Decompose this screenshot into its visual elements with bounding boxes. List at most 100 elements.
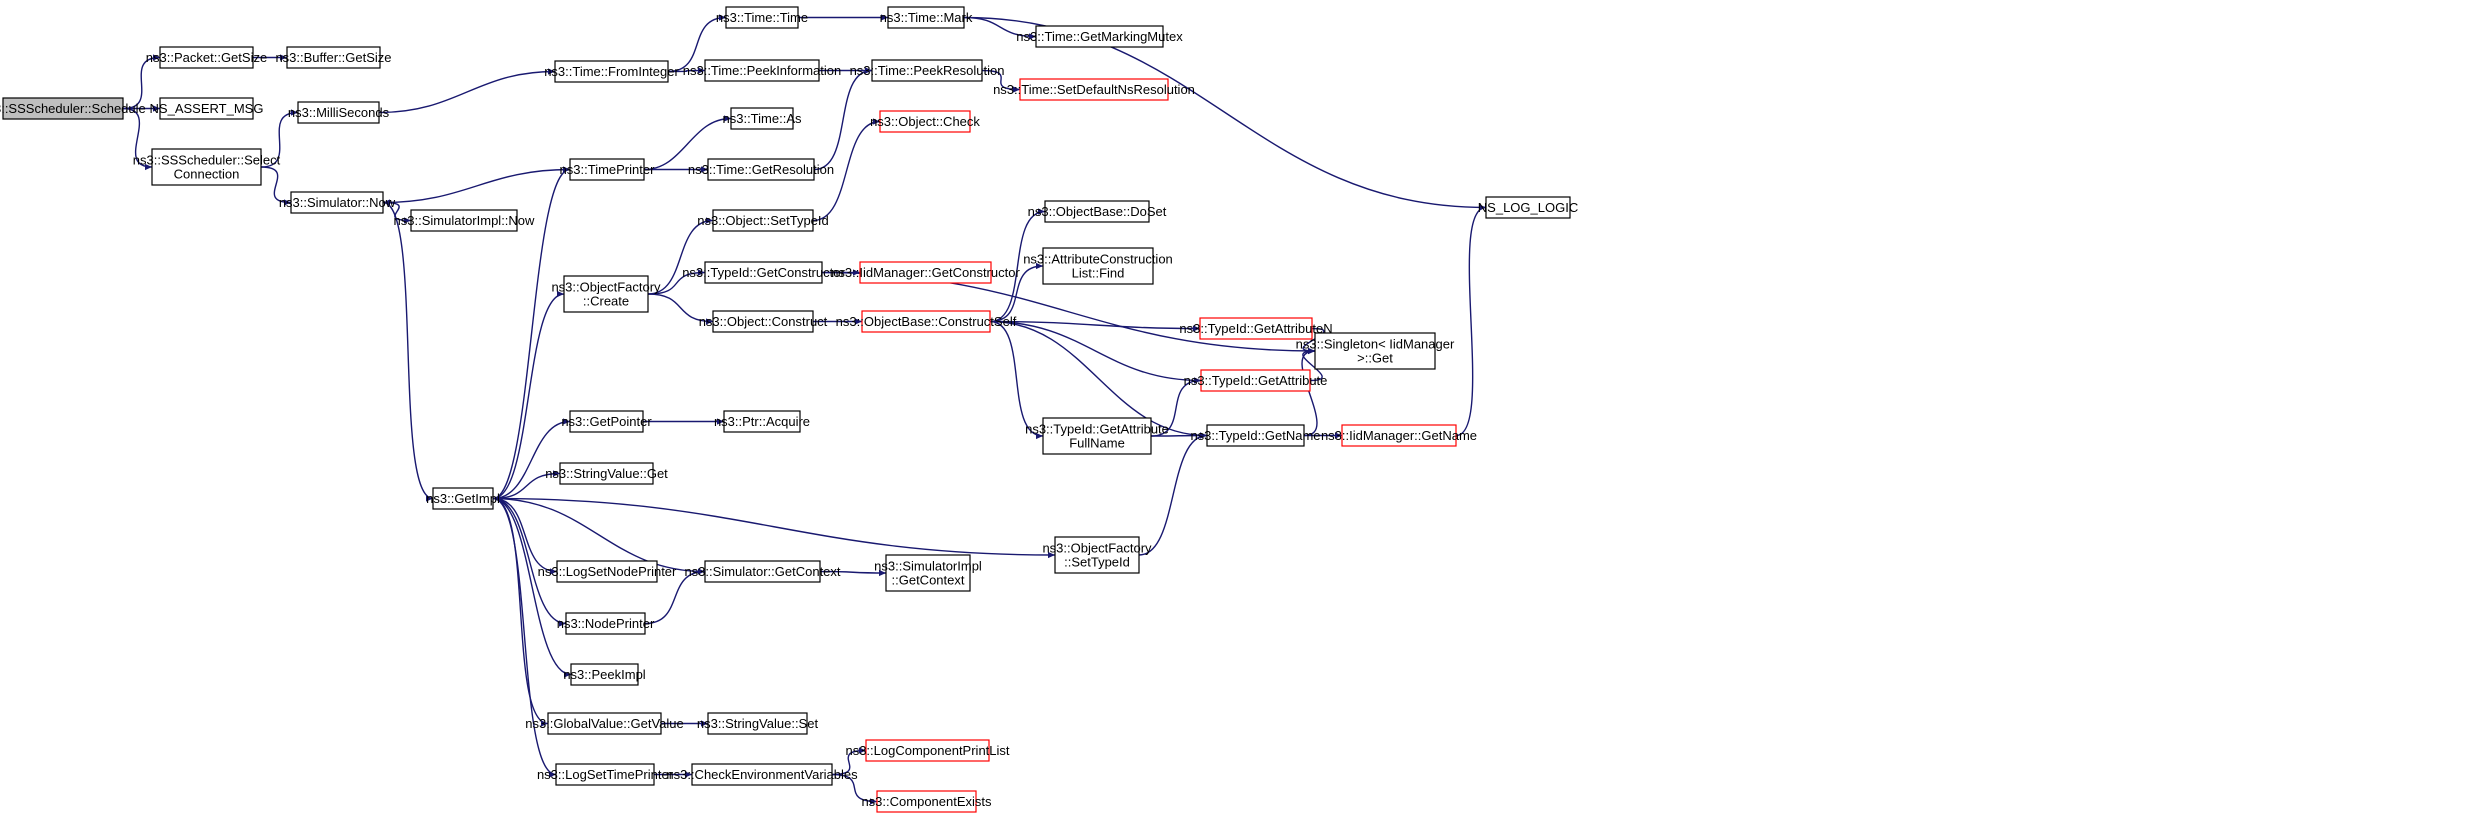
call-edge-typeid_getattribute-to-singleton_get [1302,347,1323,382]
graph-node-time_setdefaultnsresolution[interactable]: ns3::Time::SetDefaultNsResolution [993,78,1195,101]
graph-node-ptr_acquire[interactable]: ns3::Ptr::Acquire [714,410,810,433]
call-edge-typeid_getattributen-to-singleton_get [1302,327,1325,355]
node-label: ns3::Time::PeekResolution [850,63,1005,78]
node-label: ns3::LogComponentPrintList [845,743,1009,758]
node-label: ::SetTypeId [1064,555,1130,570]
node-box [871,59,983,82]
node-box [1044,200,1150,223]
call-edge-objectbase_constructself-to-typeid_getattributefullname [989,320,1044,440]
call-edge-getimpl-to-objectfactory_settypeid [492,497,1056,559]
call-edge-simulator_now-to-getimpl [382,201,434,502]
node-box [730,107,794,130]
graph-node-time_getmarkingmutex[interactable]: ns3::Time::GetMarkingMutex [1016,25,1183,48]
call-edge-getimpl-to-peekimpl [492,497,572,678]
graph-node-schedule[interactable]: ns3::SSScheduler::Schedule [0,97,146,120]
call-edge-simulator_now-to-simulatorimpl_now [382,201,412,224]
graph-node-object_check[interactable]: ns3::Object::Check [870,110,980,133]
graph-node-nodeprinter[interactable]: ns3::NodePrinter [557,612,655,635]
graph-node-singleton_get[interactable]: ns3::Singleton< IidManager>::Get [1296,332,1455,370]
node-box [723,410,801,433]
call-edge-objectfactory_create-to-typeid_getconstructor [647,269,706,295]
graph-node-time_getresolution[interactable]: ns3::Time::GetResolution [688,158,834,181]
node-box [861,310,991,333]
node-label: ns3::Time::FromInteger [544,64,679,79]
node-label: ns3::IidManager::GetConstructor [831,265,1020,280]
graph-node-getimpl[interactable]: ns3::GetImpl [426,487,500,510]
call-edge-time_frominteger-to-time_time [667,14,727,73]
node-label: ns3::TypeId::GetAttributeN [1179,321,1332,336]
graph-node-iidmanager_getconstructor[interactable]: ns3::IidManager::GetConstructor [831,261,1020,284]
node-label: >::Get [1357,351,1393,366]
graph-node-objectfactory_settypeid[interactable]: ns3::ObjectFactory::SetTypeId [1042,536,1152,574]
graph-node-logsettimeprinter[interactable]: ns3::LogSetTimePrinter [537,763,674,786]
graph-node-iidmanager_getname[interactable]: ns3::IidManager::GetName [1321,424,1477,447]
node-box [563,275,649,313]
graph-node-objectbase_doset[interactable]: ns3::ObjectBase::DoSet [1028,200,1167,223]
node-label: ::GetContext [892,573,965,588]
call-edge-objectbase_constructself-to-typeid_getname [989,320,1208,439]
node-label: ns3::GetPointer [561,414,652,429]
graph-node-globalvalue_getvalue[interactable]: ns3::GlobalValue::GetValue [525,712,684,735]
graph-node-simulator_now[interactable]: ns3::Simulator::Now [279,191,396,214]
graph-node-buffer_getsize[interactable]: ns3::Buffer::GetSize [275,46,392,69]
node-box [865,739,990,762]
graph-node-checkenvironmentvariables[interactable]: ns3::CheckEnvironmentVariables [666,763,858,786]
node-box [712,209,814,232]
graph-node-typeid_getconstructor[interactable]: ns3::TypeId::GetConstructor [682,261,845,284]
graph-node-simulatorimpl_getcontext[interactable]: ns3::SimulatorImpl::GetContext [874,554,982,592]
graph-node-stringvalue_set[interactable]: ns3::StringValue::Set [697,712,819,735]
node-label: ns3::GetImpl [426,491,500,506]
node-box [707,158,815,181]
node-box [1199,317,1313,340]
node-label: List::Find [1072,266,1125,281]
graph-node-ns_log_logic[interactable]: NS_LOG_LOGIC [1478,196,1578,219]
graph-node-time_as[interactable]: ns3::Time::As [723,107,802,130]
node-box [159,46,254,69]
node-label: ns3::TypeId::GetAttribute [1184,373,1328,388]
graph-node-simulator_getcontext[interactable]: ns3::Simulator::GetContext [684,560,841,583]
node-label: ns3::AttributeConstruction [1023,252,1173,267]
graph-node-typeid_getname[interactable]: ns3::TypeId::GetName [1190,424,1321,447]
graph-node-getpointer[interactable]: ns3::GetPointer [561,410,652,433]
graph-node-milliseconds[interactable]: ns3::MilliSeconds [288,101,390,124]
graph-node-objectfactory_create[interactable]: ns3::ObjectFactory::Create [551,275,661,313]
graph-node-componentexists[interactable]: ns3::ComponentExists [861,790,992,813]
graph-node-time_peekinformation[interactable]: ns3::Time::PeekInformation [683,59,841,82]
graph-node-typeid_getattributen[interactable]: ns3::TypeId::GetAttributeN [1179,317,1333,340]
call-edge-objectfactory_settypeid-to-typeid_getname [1138,432,1208,556]
graph-node-object_construct[interactable]: ns3::Object::Construct [699,310,828,333]
node-box [1341,424,1457,447]
node-label: ns3::LogSetTimePrinter [537,767,674,782]
node-box [1054,536,1140,574]
node-label: ns3::ComponentExists [861,794,992,809]
node-label: ns3::TimePrinter [560,162,656,177]
call-edge-objectfactory_create-to-object_construct [647,293,714,325]
node-label: ns3::Time::As [723,111,802,126]
graph-node-packet_getsize[interactable]: ns3::Packet::GetSize [146,46,267,69]
graph-node-logsetnodeprinter[interactable]: ns3::LogSetNodePrinter [538,560,677,583]
graph-node-logcomponentprintlist[interactable]: ns3::LogComponentPrintList [845,739,1010,762]
graph-node-typeid_getattribute[interactable]: ns3::TypeId::GetAttribute [1184,369,1328,392]
graph-node-timeprinter[interactable]: ns3::TimePrinter [560,158,656,181]
node-label: ns3::GlobalValue::GetValue [525,716,684,731]
graph-node-time_time[interactable]: ns3::Time::Time [716,6,808,29]
graph-node-time_peekresolution[interactable]: ns3::Time::PeekResolution [850,59,1005,82]
graph-node-ns_assert_msg[interactable]: NS_ASSERT_MSG [150,97,264,120]
graph-node-object_settypeid[interactable]: ns3::Object::SetTypeId [697,209,829,232]
graph-node-time_frominteger[interactable]: ns3::Time::FromInteger [544,60,679,83]
graph-node-objectbase_constructself[interactable]: ns3::ObjectBase::ConstructSelf [836,310,1017,333]
graph-node-simulatorimpl_now[interactable]: ns3::SimulatorImpl::Now [394,209,535,232]
node-label: ns3::Packet::GetSize [146,50,267,65]
node-label: ns3::ObjectFactory [1042,541,1152,556]
call-edge-schedule-to-select_connection [122,107,153,171]
node-label: ::Create [583,294,629,309]
node-label: ns3::SimulatorImpl::Now [394,213,535,228]
node-label: ns3::Time::PeekInformation [683,63,841,78]
graph-node-time_mark[interactable]: ns3::Time::Mark [880,6,973,29]
graph-node-stringvalue_get[interactable]: ns3::StringValue::Get [545,462,668,485]
node-box [1042,417,1152,455]
graph-node-peekimpl[interactable]: ns3::PeekImpl [563,663,646,686]
